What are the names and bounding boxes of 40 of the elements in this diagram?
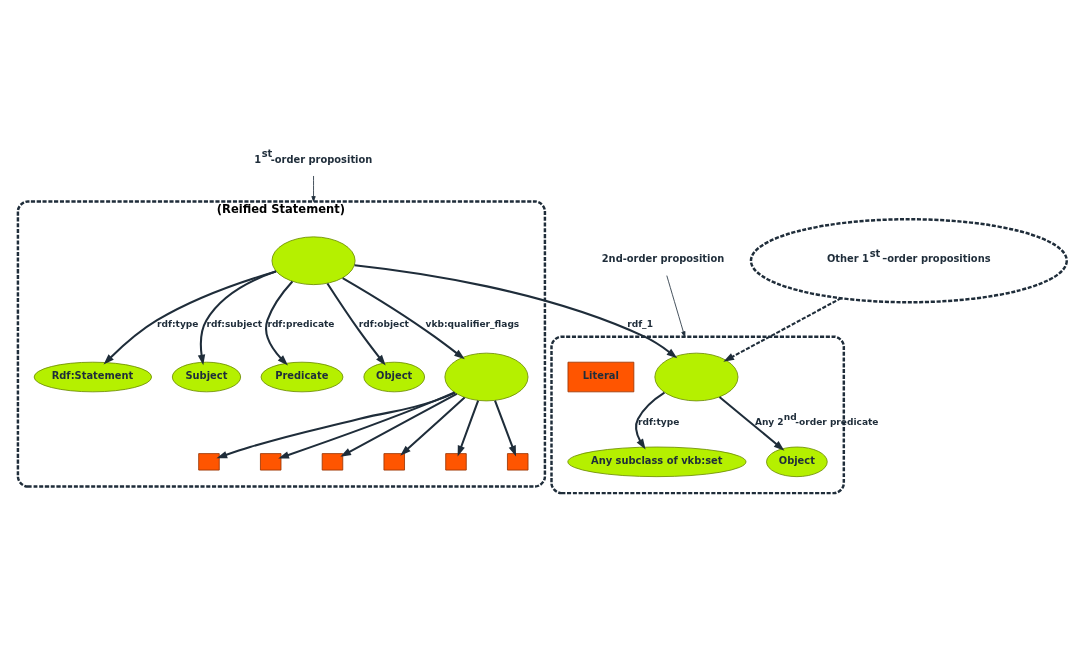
node-box [507, 453, 529, 471]
node-box: Literal [567, 361, 635, 393]
arrow [666, 275, 686, 338]
arrow [723, 297, 842, 362]
arrow [103, 270, 277, 365]
arrow [635, 391, 665, 450]
edge-label: rdf:type [157, 318, 199, 329]
edge-label: rdf_1 [627, 318, 653, 329]
edge-label: rdf:type [637, 417, 680, 428]
edge-label: vkb:qualifier_flags [425, 318, 520, 329]
arrow [494, 400, 517, 457]
arrow [718, 396, 785, 451]
arrow [278, 391, 455, 459]
node-box [383, 453, 405, 471]
arrow [265, 280, 294, 366]
arrow [340, 392, 458, 457]
node-ellipse [444, 352, 529, 402]
arrow [197, 270, 277, 366]
node-box [321, 453, 344, 471]
arrow [311, 175, 316, 202]
edge-label: rdf:predicate [267, 318, 335, 329]
node-ellipse: Object [363, 361, 425, 393]
arrow [400, 396, 466, 456]
arrow [326, 282, 386, 366]
arrow [216, 391, 456, 459]
node-text: 2nd-order proposition [601, 253, 725, 265]
node-box [198, 453, 220, 471]
node-ellipse: Rdf:Statement [33, 361, 152, 393]
node-box [445, 453, 467, 471]
arrow [342, 277, 465, 360]
arrow [457, 400, 480, 457]
edge-label: rdf:subject [206, 318, 263, 329]
edge-label: rdf:object [358, 318, 409, 329]
node-ellipse: Any subclass of vkb:set [567, 446, 747, 478]
node-box [260, 453, 282, 471]
arrow [354, 264, 678, 359]
node-ellipse [271, 236, 356, 286]
node-ellipse: Predicate [260, 361, 344, 393]
node-ellipse: Object [766, 446, 828, 478]
node-ellipse: Subject [171, 361, 242, 393]
